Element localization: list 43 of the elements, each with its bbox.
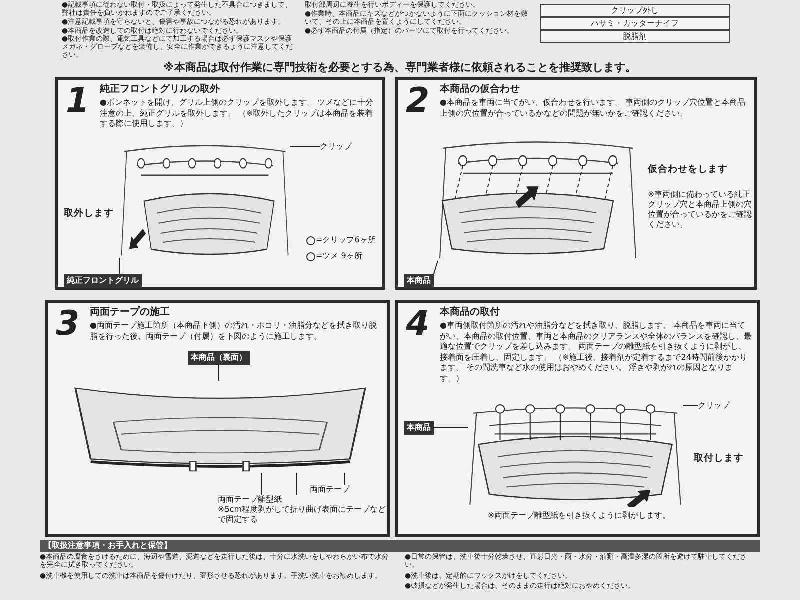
table-cell: 脱脂剤: [540, 30, 730, 43]
step-heading: 本商品の仮合わせ: [440, 84, 521, 96]
callout-label: クリップ: [320, 142, 370, 152]
step-description: ●ボンネットを開け、グリル上側のクリップを取外します。 ツメなどに十分注意の上、純正グリルを取外します。 （※取外したクリップは本商品を装着する際に使用します。）: [100, 98, 375, 130]
leader-line: [434, 260, 438, 274]
legend-label: =クリップ6ヶ所: [316, 236, 376, 245]
callout-label: 両面テープ離型紙: [218, 495, 283, 505]
step-heading: 本商品の取付: [440, 307, 501, 319]
step-panel: [395, 300, 760, 537]
step-heading: 両面テープの施工: [90, 307, 171, 319]
step-number: 3: [56, 305, 80, 343]
callout-label: クリップ: [698, 401, 744, 411]
table-cell: クリップ外し: [540, 4, 730, 17]
part-tag: 本商品: [404, 421, 434, 435]
step-number: 4: [406, 305, 430, 343]
step-panel: [45, 300, 390, 537]
note-text: ※車両側に備わっている純正クリップ穴と本商品上側の穴位置が合っているかをご確認ください。: [648, 190, 752, 230]
section-heading: 【取扱注意事項・お手入れと保管】: [40, 540, 760, 552]
part-tag: 純正フロントグリル: [64, 274, 142, 288]
part-tag: 本商品: [404, 274, 434, 288]
leader-line: [296, 472, 298, 496]
step-panel: [55, 77, 385, 290]
step-description: ●本商品を車両に当てがい、仮合わせを行います。 車両側のクリップ穴位置と本商品上側の穴位置が合っているかなどの問題が無いかをご確認ください。: [440, 98, 747, 119]
callout-label: 両面テープ: [310, 485, 380, 495]
step-description: ●両面テープ施工箇所（本商品下側）の汚れ・ホコリ・油脂分などを拭き取り脱脂を行った後、両面テープ（付属）を下図のように施工します。: [90, 321, 378, 342]
step-panel: [395, 77, 757, 290]
step-description: ●車両側取付箇所の汚れや油脂分などを拭き取り、脱脂します。 本商品を車両に当てがい、本商品の取付位置、車両と本商品のクリアランスや全体のバランスを確認し、最適な位置でクリップを差し込みます。 両面テープの離型紙を引き抜くように剥がし、接着面を圧着し、固定します。 （※施工後、接着剤が定着するまで24時間前後かかります。 その間洗車など水の使用はおやめください。 浮きや剥がれの原因となります。）: [440, 321, 753, 384]
note-text: ※両面テープ離型紙を引き抜くように剥がします。: [488, 511, 718, 521]
action-label: 取外します: [64, 208, 114, 220]
note-text: ※5cm程度剥がして折り曲げ表面にテープなどで固定する: [218, 505, 386, 525]
part-tag: 本商品（裏面）: [188, 351, 250, 365]
step-number: 2: [406, 82, 430, 120]
leader-line: [290, 146, 320, 148]
warning-text: ※本商品は取付作業に専門技術を必要とする為、専門業者様に依頼されることを推奨致します。: [162, 61, 638, 74]
legend-label: =ツメ 9ヶ所: [316, 252, 362, 261]
step-number: 1: [66, 82, 90, 120]
action-label: 取付します: [694, 453, 744, 465]
step-heading: 純正フロントグリルの取外: [100, 84, 221, 96]
leader-line: [218, 364, 220, 382]
leader-line: [344, 472, 346, 486]
grille-drawing: [468, 403, 683, 507]
action-label: 仮合わせをします: [648, 164, 754, 176]
table-cell: ハサミ・カッターナイフ: [540, 17, 730, 30]
